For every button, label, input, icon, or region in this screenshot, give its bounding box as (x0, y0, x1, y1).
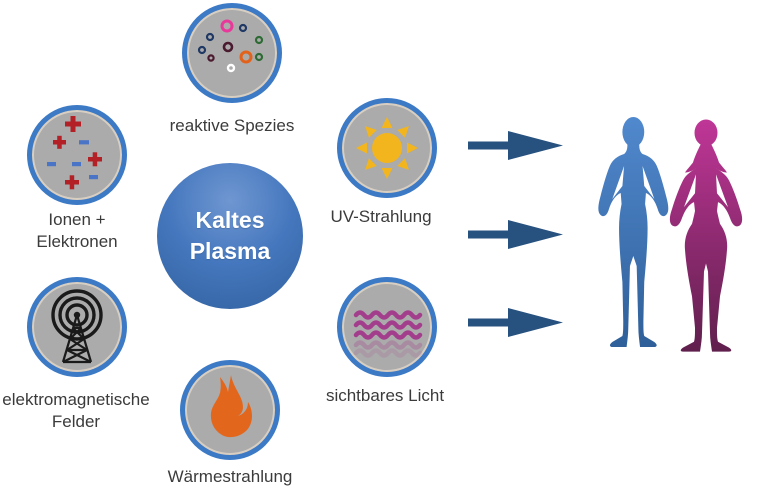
label-ions-electrons: Ionen + Elektronen (36, 210, 118, 252)
center-label-line2: Plasma (189, 238, 271, 264)
flame-icon (210, 375, 252, 438)
people-figures (598, 117, 743, 352)
center-label-line1: Kaltes (195, 206, 265, 233)
label-em-fields: elektromagnetische Felder (2, 390, 150, 432)
node-reactive-species (182, 3, 282, 103)
arrow-right-icon (468, 131, 563, 160)
node-em-fields (27, 277, 127, 377)
plus-minus-charges-icon (47, 116, 102, 190)
light-waves-icon (353, 310, 423, 358)
arrow-right-icon (468, 308, 563, 337)
label-reactive-species: reaktive Spezies (169, 116, 295, 135)
man-silhouette (598, 117, 669, 347)
radio-tower-icon (51, 289, 103, 364)
label-visible-light: sichtbares Licht (325, 386, 445, 405)
label-uv-radiation: UV-Strahlung (330, 207, 432, 226)
molecule-particles-icon (197, 19, 264, 73)
center-node-kaltes-plasma: Kaltes Plasma (157, 163, 303, 309)
label-heat-radiation: Wärmestrahlung (167, 467, 293, 486)
node-heat-radiation (180, 360, 280, 460)
arrow-right-icon (468, 220, 563, 249)
woman-silhouette (669, 119, 743, 352)
node-uv-radiation (337, 98, 437, 198)
sun-icon (356, 117, 418, 179)
node-ions-electrons (27, 105, 127, 205)
node-visible-light (337, 277, 437, 377)
